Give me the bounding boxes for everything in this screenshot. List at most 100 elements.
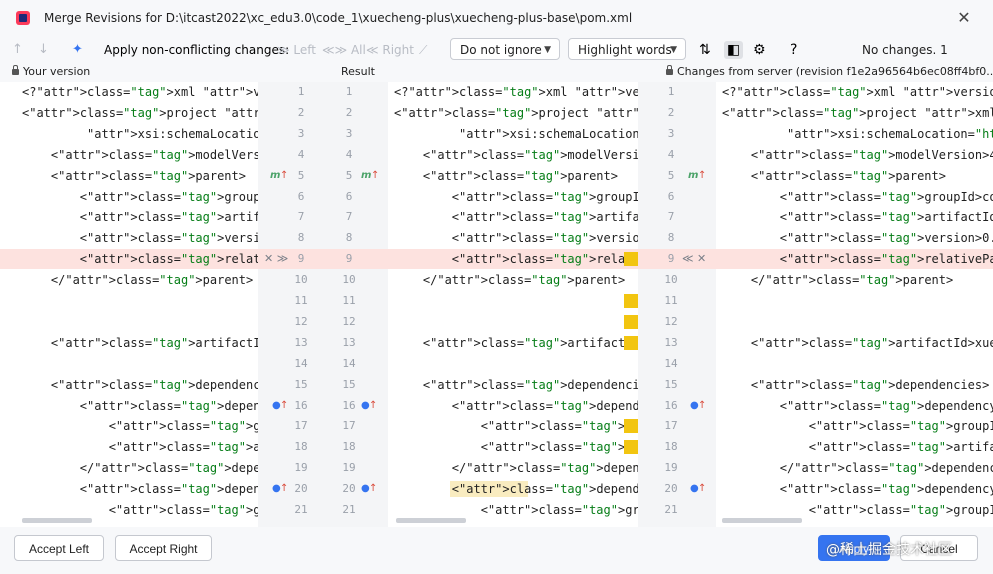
line-number: 5 <box>667 168 675 182</box>
code-line: <"attr">class="tag">version>0.0.1-SNAPSH… <box>394 231 638 246</box>
result-editor[interactable]: <?"attr">class="tag">xml "attr">version=… <box>388 82 638 527</box>
line-number: 10 <box>342 273 356 287</box>
next-change-icon[interactable]: ↓ <box>38 42 49 57</box>
accept-right-change-icon[interactable]: ≪ ✕ <box>682 252 707 266</box>
line-number: 4 <box>297 147 305 161</box>
accept-left-button[interactable]: Accept Left <box>14 535 104 561</box>
code-line: </"attr">class="tag">dependency> <box>22 461 258 476</box>
code-line: <"attr">class="tag">version>0.0.1-SNAPSH… <box>22 231 258 246</box>
code-line: <"attr">class="tag">project "attr">xmlns… <box>722 105 993 120</box>
code-line: <"attr">class="tag">dependency> <box>722 482 993 497</box>
right-panel-header: Changes from server (revision f1e2a96564… <box>666 65 993 78</box>
code-line: "attr">xsi:schemaLocation="http://m <box>787 126 993 141</box>
previous-change-icon[interactable]: ↑ <box>12 42 23 57</box>
code-line: <"attr">class="tag">artifactId>lombok</"… <box>394 440 638 455</box>
merge-arrow-icon: ↑ <box>280 483 289 495</box>
word-highlight <box>450 481 528 498</box>
collapse-unchanged-icon[interactable]: ⇅ <box>699 42 711 58</box>
line-number: 21 <box>294 503 308 516</box>
toolbar: ↑ ↓ ✦ Apply non-conflicting changes: ≫ L… <box>0 38 993 75</box>
merge-arrow-icon: ↑ <box>369 399 378 411</box>
line-number: 18 <box>294 440 308 454</box>
code-line: <"attr">class="tag">dependencies> <box>394 377 638 392</box>
close-button[interactable]: ✕ <box>957 8 971 27</box>
line-number: 21 <box>664 503 678 516</box>
code-line: <"attr">class="tag">artifactId>xuecheng-… <box>722 210 993 225</box>
change-dot-icon: ● <box>272 399 281 411</box>
line-number: 1 <box>345 85 353 98</box>
code-line: <"attr">class="tag">modelVersion>4.0.0</… <box>722 147 993 162</box>
merge-arrow-icon: ↑ <box>371 169 380 181</box>
line-number: 8 <box>297 231 305 245</box>
code-line: <"attr">class="tag">parent> <box>22 168 246 183</box>
apply-right-button[interactable]: ≪ Right <box>366 43 414 57</box>
help-icon[interactable]: ? <box>790 42 798 58</box>
code-line: "attr">xsi:schemaLocation="http <box>87 126 258 141</box>
magic-resolve-icon[interactable]: ✦ <box>72 42 83 57</box>
line-number: 2 <box>345 105 353 119</box>
change-stripe <box>624 252 638 267</box>
code-line: </"attr">class="tag">dependency> <box>394 461 638 476</box>
change-dot-icon: ● <box>690 399 699 411</box>
line-number: 17 <box>294 419 308 433</box>
line-number: 13 <box>294 335 308 349</box>
merge-arrow-icon: ↑ <box>698 169 707 181</box>
change-stripe <box>624 419 638 434</box>
line-number: 7 <box>667 210 675 224</box>
apply-left-button[interactable]: ≫ Left <box>277 43 316 57</box>
line-number: 17 <box>664 419 678 433</box>
right-editor[interactable]: <?"attr">class="tag">xml "attr">version=… <box>716 82 993 527</box>
line-number: 5 <box>345 168 353 182</box>
left-header-label: Your version <box>23 65 91 78</box>
code-line: <"attr">class="tag">relativePath>xuechen… <box>722 252 993 267</box>
code-line: <"attr">class="tag">project "attr">xmlns… <box>394 105 638 120</box>
line-number: 11 <box>342 294 356 307</box>
code-line: </"attr">class="tag">parent> <box>722 273 954 288</box>
line-number: 13 <box>664 335 678 349</box>
left-panel-header: Your version <box>12 65 90 78</box>
cancel-button[interactable]: Cancel <box>900 535 978 561</box>
code-line: <"attr">class="tag">groupId>org.projectl… <box>722 419 993 434</box>
code-line: </"attr">class="tag">parent> <box>22 273 254 288</box>
ignore-whitespace-select[interactable]: Do not ignore ▼ <box>450 38 560 60</box>
center-panel-header: Result <box>341 65 375 78</box>
merge-arrow-icon: ↑ <box>698 399 707 411</box>
conflict-highlight-row <box>388 249 638 270</box>
horizontal-scrollbar[interactable] <box>22 518 92 523</box>
layout-toggle-icon[interactable]: ◧ <box>724 41 744 59</box>
chevron-down-icon: ▼ <box>670 45 677 55</box>
code-line: <"attr">class="tag">artifactId>xuecheng-… <box>22 210 258 225</box>
line-number: 12 <box>342 314 356 328</box>
change-stripe <box>624 335 638 350</box>
apply-button[interactable]: Apply <box>818 535 890 561</box>
line-number: 18 <box>664 440 678 454</box>
line-number: 20 <box>664 482 678 496</box>
code-line: <"attr">class="tag">project "attr">xmlns… <box>22 105 258 120</box>
line-number: 16 <box>342 398 356 412</box>
right-header-label: Changes from server (revision f1e2a96564… <box>677 65 993 78</box>
code-line: <"attr">class="tag">groupId>org.projectl <box>394 419 638 434</box>
line-number: 1 <box>297 85 305 98</box>
magic-wand-icon[interactable]: ⟋ <box>419 43 428 57</box>
line-number: 15 <box>294 377 308 391</box>
left-editor[interactable]: <?"attr">class="tag">xml "attr">version=… <box>0 82 258 527</box>
gear-icon[interactable]: ⚙ <box>753 42 766 58</box>
line-number: 14 <box>664 356 678 370</box>
line-number: 18 <box>342 440 356 454</box>
title-bar: Merge Revisions for D:\itcast2022\xc_edu… <box>0 0 993 38</box>
code-line: <"attr">class="tag">artifactId>lombok</"… <box>722 440 993 455</box>
horizontal-scrollbar[interactable] <box>722 518 802 523</box>
merge-marker-icon: m <box>270 169 281 181</box>
accept-left-change-icon[interactable]: ✕ ≫ <box>264 252 289 266</box>
apply-all-button[interactable]: ≪≫ All <box>322 43 366 57</box>
horizontal-scrollbar[interactable] <box>396 518 466 523</box>
intellij-app-icon <box>16 11 30 25</box>
highlight-words-select[interactable]: Highlight words ▼ <box>568 38 686 60</box>
change-dot-icon: ● <box>690 483 699 495</box>
accept-right-button[interactable]: Accept Right <box>115 535 212 561</box>
panel-headers: Your version Result Changes from server … <box>0 62 993 82</box>
merge-arrow-icon: ↑ <box>698 483 707 495</box>
line-number: 8 <box>345 231 353 245</box>
